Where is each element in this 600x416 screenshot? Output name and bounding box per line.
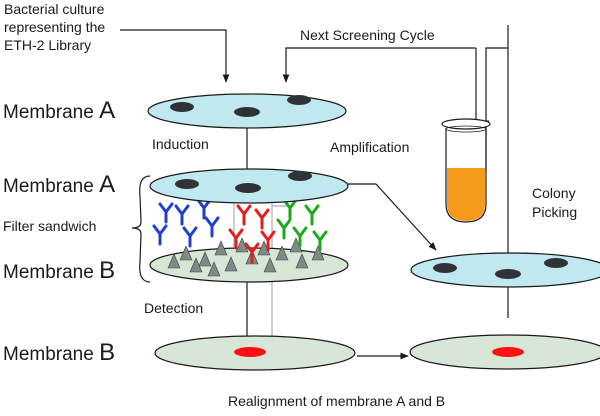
membrane-a-top <box>147 93 347 129</box>
membrane-letter: A <box>99 97 116 124</box>
amplification-label: Amplification <box>330 139 410 155</box>
culture-label-line1: Bacterial culture <box>4 1 105 17</box>
colony <box>433 263 457 273</box>
membrane-a-right <box>410 252 600 288</box>
antibodies-blue <box>152 198 220 248</box>
antigen-spikes <box>167 237 325 277</box>
next-cycle-arrow <box>282 47 476 83</box>
culture-label-line2: representing the <box>4 19 106 35</box>
induction-label: Induction <box>152 136 209 152</box>
membrane-letter: B <box>99 339 116 366</box>
colony <box>544 258 568 268</box>
membrane-a-transfer-arrow <box>348 183 437 251</box>
realignment-label: Realignment of membrane A and B <box>228 393 446 409</box>
membrane-a-sandwich <box>149 168 349 204</box>
membrane-letter: B <box>99 257 116 284</box>
colony <box>288 171 312 181</box>
membrane-word: Membrane <box>3 176 94 197</box>
membrane-b-sandwich-label: Membrane B <box>3 257 116 285</box>
detected-spot <box>234 347 266 357</box>
colony-label-line1: Colony <box>532 185 576 201</box>
colony-label-line2: Picking <box>532 204 578 220</box>
detected-spot <box>492 347 524 357</box>
culture-label-line3: ETH-2 Library <box>4 37 92 53</box>
colony <box>235 183 261 193</box>
antibodies-red <box>228 204 276 264</box>
antibodies-green <box>276 198 328 252</box>
colony <box>495 269 521 279</box>
connector-arrows <box>120 25 509 360</box>
culture-tube <box>441 118 491 223</box>
membrane-word: Membrane <box>3 344 94 365</box>
culture-to-membrane-arrow <box>120 29 230 83</box>
membrane-a-top-label: Membrane A <box>3 97 116 125</box>
filter-sandwich-bracket <box>131 175 151 283</box>
membrane-word: Membrane <box>3 262 94 283</box>
membrane-b-right <box>409 334 600 370</box>
membrane-b-detection <box>154 335 356 371</box>
tube-right-feed-arrow <box>482 47 508 129</box>
membrane-word: Membrane <box>3 102 94 123</box>
membrane-letter: A <box>99 171 116 198</box>
next-cycle-label: Next Screening Cycle <box>300 27 435 43</box>
membrane-a-sandwich-label: Membrane A <box>3 171 116 199</box>
colony <box>234 107 260 117</box>
colony <box>175 179 199 189</box>
colony <box>170 102 194 112</box>
colony <box>287 95 311 105</box>
filter-sandwich-label: Filter sandwich <box>3 218 97 234</box>
membrane-b-detection-label: Membrane B <box>3 339 116 367</box>
detection-label: Detection <box>144 300 204 316</box>
